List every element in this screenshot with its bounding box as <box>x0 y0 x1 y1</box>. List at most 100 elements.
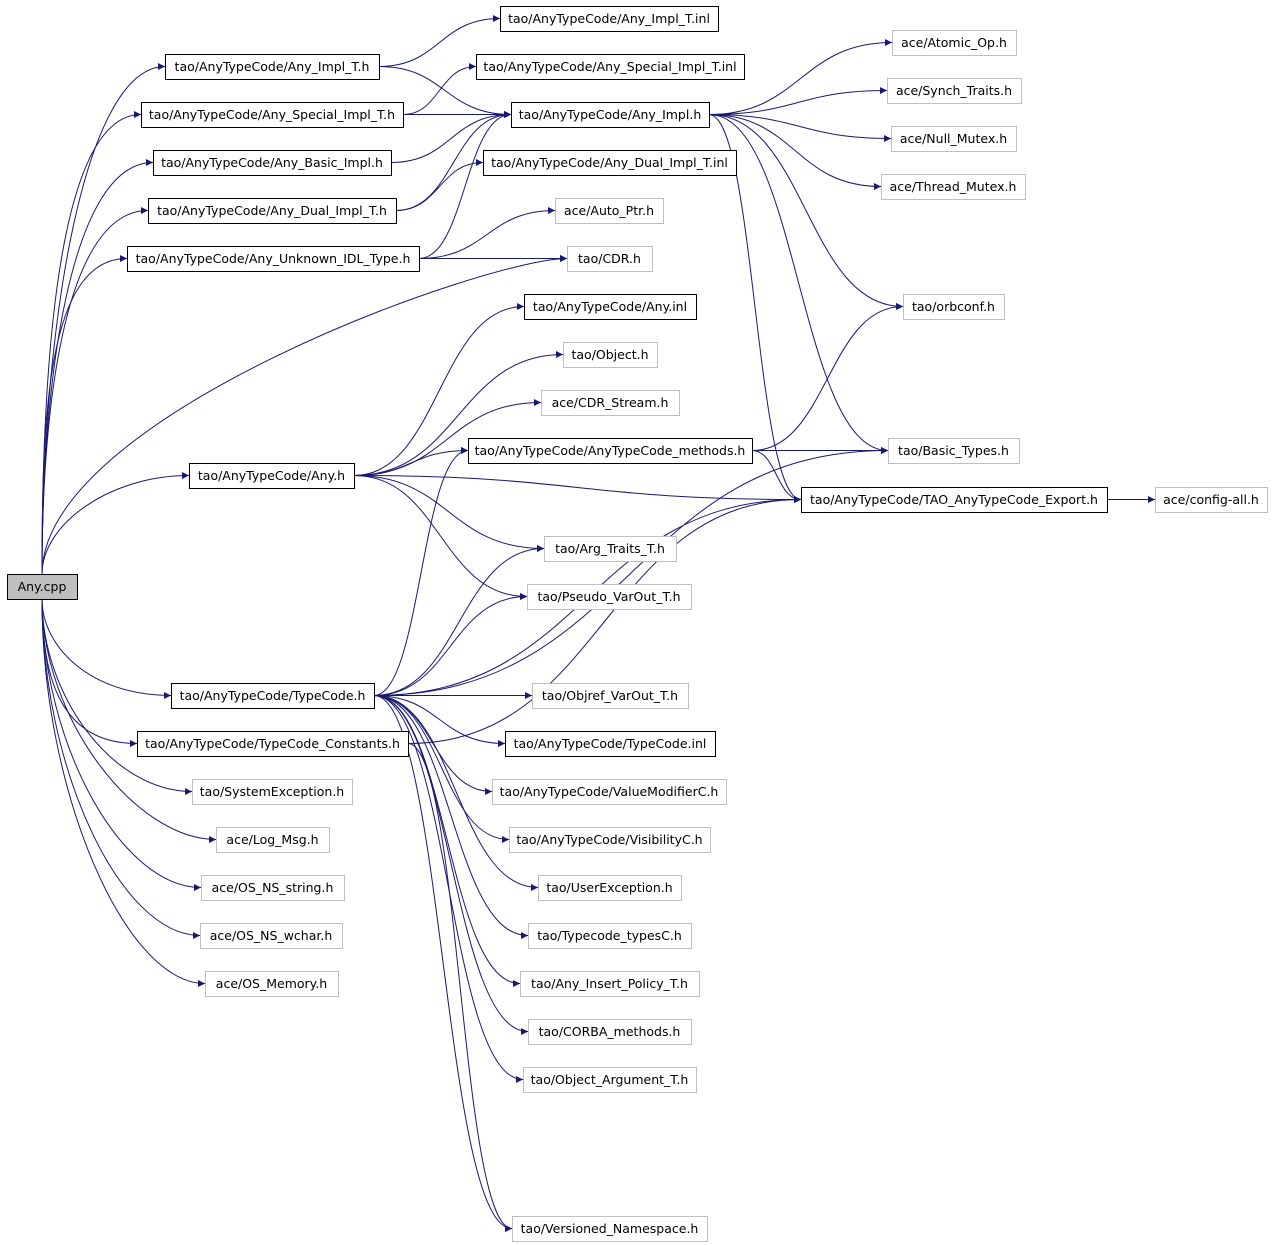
node-any-special-impl-t-inl[interactable]: tao/AnyTypeCode/Any_Special_Impl_T.inl <box>476 54 745 80</box>
node-tao-any-insert-policy-t-h[interactable]: tao/Any_Insert_Policy_T.h <box>520 971 700 997</box>
include-edge <box>378 66 512 118</box>
include-edge <box>41 255 568 575</box>
include-edge <box>41 598 206 987</box>
node-any-cpp[interactable]: Any.cpp <box>7 574 78 600</box>
edge-line <box>378 66 512 118</box>
node-any-basic-impl-h[interactable]: tao/AnyTypeCode/Any_Basic_Impl.h <box>153 150 392 176</box>
node-typecode-h[interactable]: tao/AnyTypeCode/TypeCode.h <box>171 683 375 709</box>
edge-line <box>41 159 154 575</box>
node-box <box>476 54 745 80</box>
node-box <box>888 438 1020 464</box>
edge-line <box>41 207 149 575</box>
node-ace-auto-ptr-h[interactable]: ace/Auto_Ptr.h <box>555 198 664 224</box>
include-edge <box>708 114 882 190</box>
node-label: tao/Object.h <box>571 347 648 362</box>
node-ace-config-all-h[interactable]: ace/config-all.h <box>1155 487 1268 513</box>
edge-line <box>407 496 802 744</box>
node-tao-cdr-h[interactable]: tao/CDR.h <box>567 246 653 272</box>
node-box <box>505 731 716 757</box>
node-tao-userexception-h[interactable]: tao/UserException.h <box>538 875 682 901</box>
node-tao-systemexception-h[interactable]: tao/SystemException.h <box>192 779 353 805</box>
node-tao-object-h[interactable]: tao/Object.h <box>563 342 658 368</box>
node-label: tao/Objref_VarOut_T.h <box>542 688 678 703</box>
node-box <box>523 1067 697 1093</box>
node-label: ace/config-all.h <box>1163 492 1259 507</box>
node-any-dual-impl-t-h[interactable]: tao/AnyTypeCode/Any_Dual_Impl_T.h <box>148 198 397 224</box>
node-any-impl-t-h[interactable]: tao/AnyTypeCode/Any_Impl_T.h <box>165 54 380 80</box>
edge-line <box>402 63 477 115</box>
edge-line <box>41 63 166 575</box>
node-tao-versioned-namespace-h[interactable]: tao/Versioned_Namespace.h <box>512 1216 708 1242</box>
edge-line <box>373 545 545 696</box>
edge-line <box>373 695 510 843</box>
node-visibilityc-h[interactable]: tao/AnyTypeCode/VisibilityC.h <box>509 827 711 853</box>
include-edge <box>41 255 128 575</box>
node-ace-os-memory-h[interactable]: ace/OS_Memory.h <box>205 971 339 997</box>
edge-line <box>353 447 469 476</box>
node-tao-orbconf-h[interactable]: tao/orbconf.h <box>903 294 1005 320</box>
node-label: tao/AnyTypeCode/Any.inl <box>533 299 687 314</box>
node-ace-atomic-op-h[interactable]: ace/Atomic_Op.h <box>892 30 1017 56</box>
node-any-impl-h[interactable]: tao/AnyTypeCode/Any_Impl.h <box>511 102 710 128</box>
edge-line <box>373 695 529 1035</box>
node-label: tao/AnyTypeCode/Any_Impl_T.inl <box>508 11 710 26</box>
node-box <box>468 438 753 464</box>
node-any-special-impl-t-h[interactable]: tao/AnyTypeCode/Any_Special_Impl_T.h <box>141 102 404 128</box>
node-label: ace/Synch_Traits.h <box>896 83 1012 98</box>
include-edge <box>407 496 802 744</box>
node-tao-pseudo-varout-t-h[interactable]: tao/Pseudo_VarOut_T.h <box>527 584 692 610</box>
node-typecode-inl[interactable]: tao/AnyTypeCode/TypeCode.inl <box>505 731 716 757</box>
node-tao-corba-methods-h[interactable]: tao/CORBA_methods.h <box>528 1019 692 1045</box>
node-valuemodifierc-h[interactable]: tao/AnyTypeCode/ValueModifierC.h <box>492 779 727 805</box>
edge-line <box>353 475 802 503</box>
node-tao-typecode-typesc-h[interactable]: tao/Typecode_typesC.h <box>528 923 692 949</box>
node-box <box>492 779 727 805</box>
edge-line <box>390 111 512 163</box>
include-edge <box>373 545 545 696</box>
node-tao-arg-traits-t-h[interactable]: tao/Arg_Traits_T.h <box>544 536 677 562</box>
node-label: tao/CDR.h <box>578 251 641 266</box>
include-edge <box>708 39 893 115</box>
node-box <box>137 731 409 757</box>
include-edge <box>41 598 193 795</box>
edge-line <box>751 303 904 451</box>
node-ace-log-msg-h[interactable]: ace/Log_Msg.h <box>216 827 330 853</box>
node-box <box>1155 487 1268 513</box>
node-box <box>887 78 1022 104</box>
node-box <box>524 294 697 320</box>
edge-line <box>708 114 882 190</box>
include-edge <box>41 598 217 843</box>
node-any-dual-impl-t-inl[interactable]: tao/AnyTypeCode/Any_Dual_Impl_T.inl <box>483 150 737 176</box>
node-ace-thread-mutex-h[interactable]: ace/Thread_Mutex.h <box>881 174 1026 200</box>
node-label: ace/OS_NS_wchar.h <box>210 928 333 943</box>
edge-line <box>708 114 904 310</box>
node-label: tao/AnyTypeCode/Any_Dual_Impl_T.inl <box>491 155 728 170</box>
node-any-impl-t-inl[interactable]: tao/AnyTypeCode/Any_Impl_T.inl <box>500 6 719 32</box>
node-typecode-constants-h[interactable]: tao/AnyTypeCode/TypeCode_Constants.h <box>137 731 409 757</box>
node-tao-basic-types-h[interactable]: tao/Basic_Types.h <box>888 438 1020 464</box>
node-ace-os-ns-string-h[interactable]: ace/OS_NS_string.h <box>201 875 345 901</box>
node-tao-anytypecode-export-h[interactable]: tao/AnyTypeCode/TAO_AnyTypeCode_Export.h <box>801 487 1108 513</box>
node-any-inl[interactable]: tao/AnyTypeCode/Any.inl <box>524 294 697 320</box>
node-box <box>891 126 1017 152</box>
edge-line <box>41 598 201 939</box>
node-ace-cdr-stream-h[interactable]: ace/CDR_Stream.h <box>541 390 680 416</box>
node-box <box>201 875 345 901</box>
include-edge <box>418 111 512 259</box>
node-any-h[interactable]: tao/AnyTypeCode/Any.h <box>189 463 355 489</box>
node-box <box>141 102 404 128</box>
node-ace-synch-traits-h[interactable]: ace/Synch_Traits.h <box>887 78 1022 104</box>
node-label: ace/OS_NS_string.h <box>212 880 334 895</box>
node-ace-os-ns-wchar-h[interactable]: ace/OS_NS_wchar.h <box>200 923 343 949</box>
node-ace-null-mutex-h[interactable]: ace/Null_Mutex.h <box>891 126 1017 152</box>
include-edge <box>373 695 529 1035</box>
node-anytypecode-methods-h[interactable]: tao/AnyTypeCode/AnyTypeCode_methods.h <box>468 438 753 464</box>
node-any-unknown-idl-type-h[interactable]: tao/AnyTypeCode/Any_Unknown_IDL_Type.h <box>127 246 420 272</box>
include-edge <box>373 447 469 696</box>
node-tao-object-argument-t-h[interactable]: tao/Object_Argument_T.h <box>523 1067 697 1093</box>
node-label: tao/AnyTypeCode/ValueModifierC.h <box>500 784 719 799</box>
node-tao-objref-varout-t-h[interactable]: tao/Objref_VarOut_T.h <box>532 683 689 709</box>
node-label: tao/Basic_Types.h <box>898 443 1009 458</box>
edge-line <box>407 743 513 1232</box>
node-label: tao/Object_Argument_T.h <box>531 1072 689 1087</box>
